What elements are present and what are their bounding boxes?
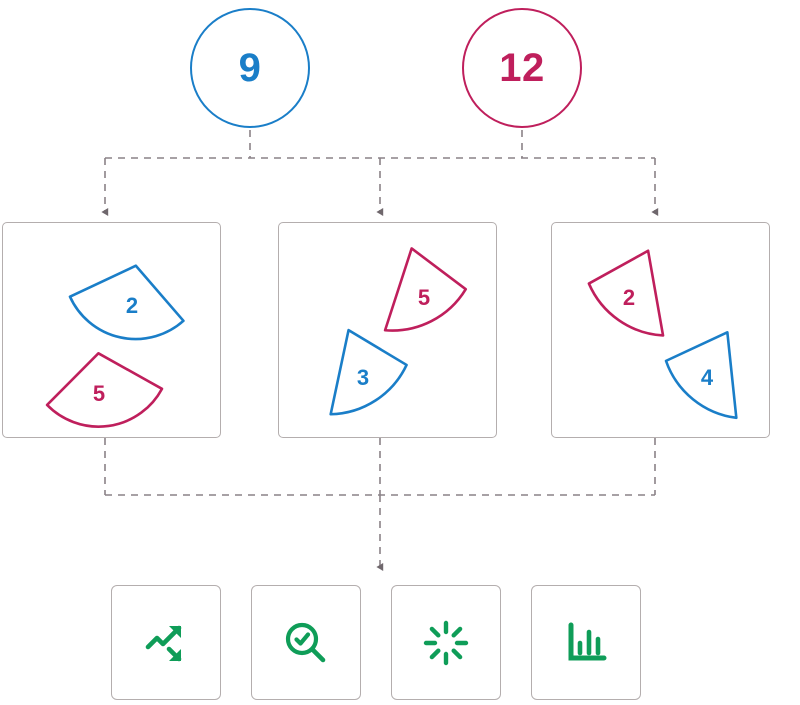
output-tile-inspect[interactable] [251, 585, 361, 700]
sector-value-label: 5 [418, 285, 430, 310]
sector-shape-2-blue[interactable]: 2 [59, 253, 199, 343]
source-node-9[interactable]: 9 [190, 8, 310, 128]
output-tile-trend[interactable] [111, 585, 221, 700]
sector-value-label: 2 [623, 285, 635, 310]
output-tile-process[interactable] [391, 585, 501, 700]
sector-value-label: 2 [126, 293, 138, 318]
sector-shape-4-blue[interactable]: 4 [654, 323, 754, 433]
sector-value-label: 3 [357, 365, 369, 390]
sector-shape-5-crimson[interactable]: 5 [33, 341, 173, 431]
sector-shape-5-crimson[interactable]: 5 [375, 243, 475, 353]
sector-shape-2-crimson[interactable]: 2 [578, 243, 678, 353]
magnifier-check-icon [285, 622, 326, 662]
sector-shape-3-blue[interactable]: 3 [317, 323, 417, 433]
sector-value-label: 4 [701, 365, 714, 390]
group-box-1[interactable]: 2 5 [2, 222, 221, 438]
source-node-12-value: 12 [499, 46, 545, 90]
output-tile-report[interactable] [531, 585, 641, 700]
source-node-9-value: 9 [238, 46, 262, 90]
bar-chart-icon [568, 622, 607, 660]
group-box-2[interactable]: 5 3 [278, 222, 497, 438]
source-node-12[interactable]: 12 [462, 8, 582, 128]
trend-arrows-icon [145, 625, 182, 661]
sector-value-label: 5 [93, 381, 105, 406]
group-box-3[interactable]: 2 4 [551, 222, 770, 438]
sunburst-spinner-icon [423, 620, 469, 665]
